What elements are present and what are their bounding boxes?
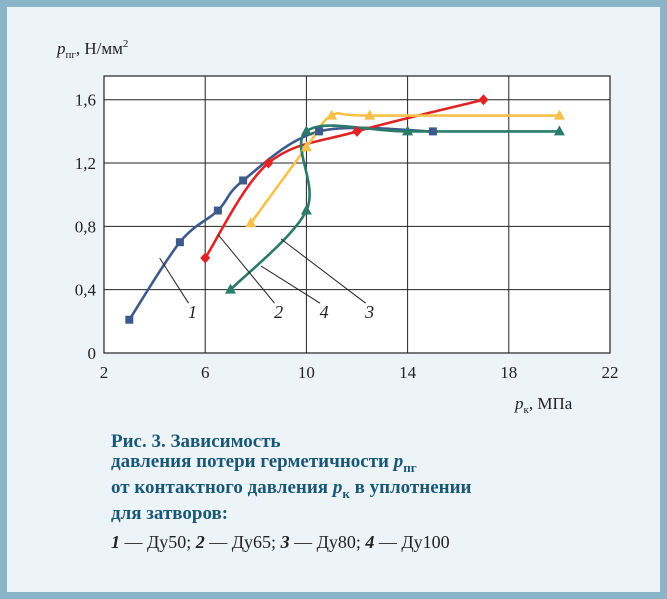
curve-label-1: 1 [188, 302, 197, 322]
leader-line-4 [260, 265, 321, 304]
leader-line-2 [217, 233, 275, 304]
marker-3 [553, 109, 565, 120]
curve-2 [204, 98, 484, 259]
x-tick-label: 10 [298, 363, 315, 382]
y-axis-label: pпг, Н/мм2 [56, 38, 128, 61]
marker-3 [245, 217, 257, 228]
x-tick-label: 14 [399, 363, 417, 382]
plot-area [103, 75, 611, 354]
curves [128, 98, 560, 321]
legend-num-1: 1 [111, 531, 120, 552]
y-tick-label: 0,4 [75, 281, 97, 300]
marker-4 [402, 125, 414, 136]
caption-title: Рис. 3. Зависимость давления потери герм… [111, 431, 472, 524]
curve-label-3: 3 [364, 302, 374, 322]
leader-line-1 [159, 257, 189, 304]
marker-1 [175, 238, 184, 247]
y-tick-label: 0,8 [75, 217, 96, 236]
leader-line-3 [280, 238, 366, 304]
marker-3 [326, 109, 338, 120]
marker-4 [553, 125, 565, 136]
marker-1 [239, 176, 248, 185]
curve-3 [249, 111, 560, 224]
x-axis-label: pк, МПа [514, 394, 573, 416]
legend-num-3: 3 [280, 531, 290, 552]
figure-caption: Рис. 3. Зависимость давления потери герм… [111, 432, 651, 553]
curve-labels: 1 2 4 3 [159, 233, 374, 322]
marker-3 [364, 109, 376, 120]
marker-1 [428, 127, 437, 136]
x-tick-label: 18 [500, 363, 517, 382]
x-tick-label: 6 [201, 363, 210, 382]
caption-legend: 1 — Ду50; 2 — Ду65; 3 — Ду80; 4 — Ду100 [111, 531, 450, 552]
marker-2 [478, 94, 489, 106]
curve-1 [128, 126, 433, 321]
y-tick-label: 1,6 [75, 91, 96, 110]
marker-1 [213, 206, 222, 215]
marker-4 [300, 204, 312, 215]
marker-1 [125, 315, 134, 324]
y-tick-label: 1,2 [75, 154, 96, 173]
marker-4 [300, 125, 312, 136]
x-tick-label: 2 [100, 363, 109, 382]
marker-2 [263, 157, 274, 169]
marker-2 [200, 252, 211, 264]
legend-num-2: 2 [195, 531, 205, 552]
legend-num-4: 4 [365, 531, 375, 552]
marker-3 [300, 141, 312, 152]
curve-label-4: 4 [320, 302, 329, 322]
grid [103, 75, 611, 354]
markers [125, 94, 565, 324]
marker-4 [225, 283, 236, 294]
curve-label-2: 2 [274, 302, 283, 322]
y-tick-label: 0 [88, 344, 97, 363]
x-tick-label: 22 [602, 363, 619, 382]
marker-1 [315, 127, 324, 136]
